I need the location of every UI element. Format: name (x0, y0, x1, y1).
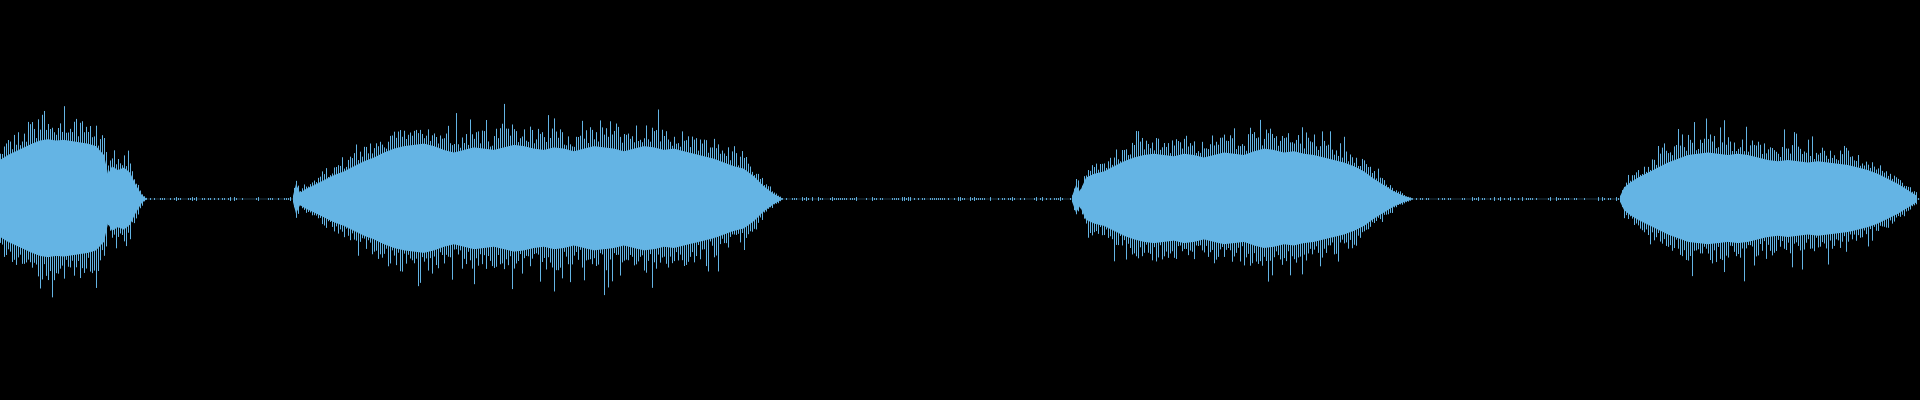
waveform-bars (0, 103, 1919, 298)
